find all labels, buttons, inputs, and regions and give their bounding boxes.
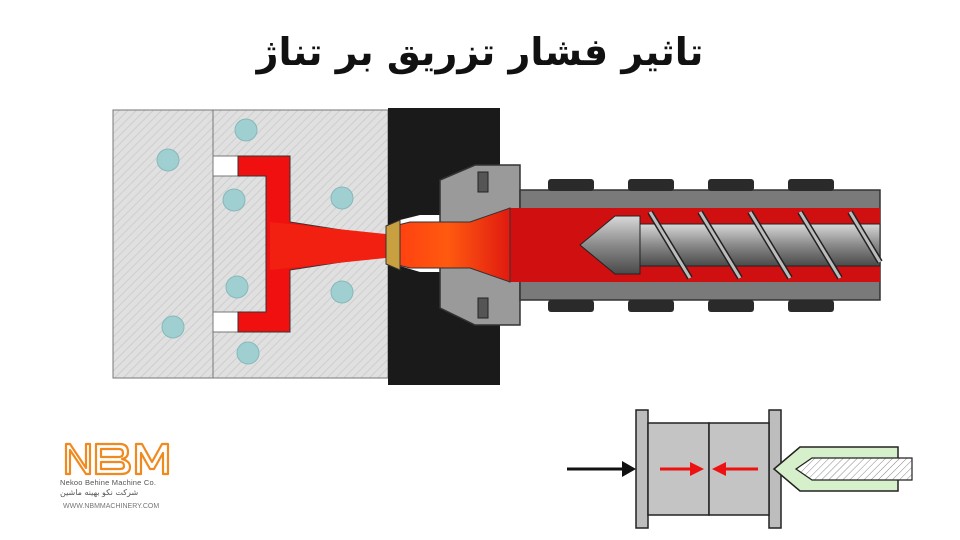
company-website[interactable]: WWW.NBMMACHINERY.COM [63, 503, 160, 510]
injection-unit [385, 164, 883, 326]
arrow-right-icon [660, 462, 704, 476]
arrow-right-icon [567, 461, 636, 477]
heater-bands [548, 179, 834, 312]
schematic-nozzle-core [794, 457, 913, 481]
cavity-gap-top [212, 155, 242, 177]
nbm-logo [64, 442, 170, 476]
arrow-left-icon [712, 462, 758, 476]
cooling-channels [156, 118, 354, 365]
company-name-en: Nekoo Behine Machine Co. [60, 478, 157, 487]
company-name-fa: شرکت نکو بهینه ماشین [60, 488, 139, 497]
sprue [270, 222, 386, 270]
nozzle-tip [385, 219, 401, 271]
schematic-left-plate [635, 409, 649, 529]
cavity-gap-bottom [212, 311, 242, 333]
force-schematic [567, 409, 913, 529]
mold [112, 109, 389, 379]
flange-bolt-top [477, 171, 489, 193]
flange-bolt-bottom [477, 297, 489, 319]
page-title: تاثیر فشار تزریق بر تناژ [256, 30, 704, 74]
fixed-platen [388, 108, 500, 385]
